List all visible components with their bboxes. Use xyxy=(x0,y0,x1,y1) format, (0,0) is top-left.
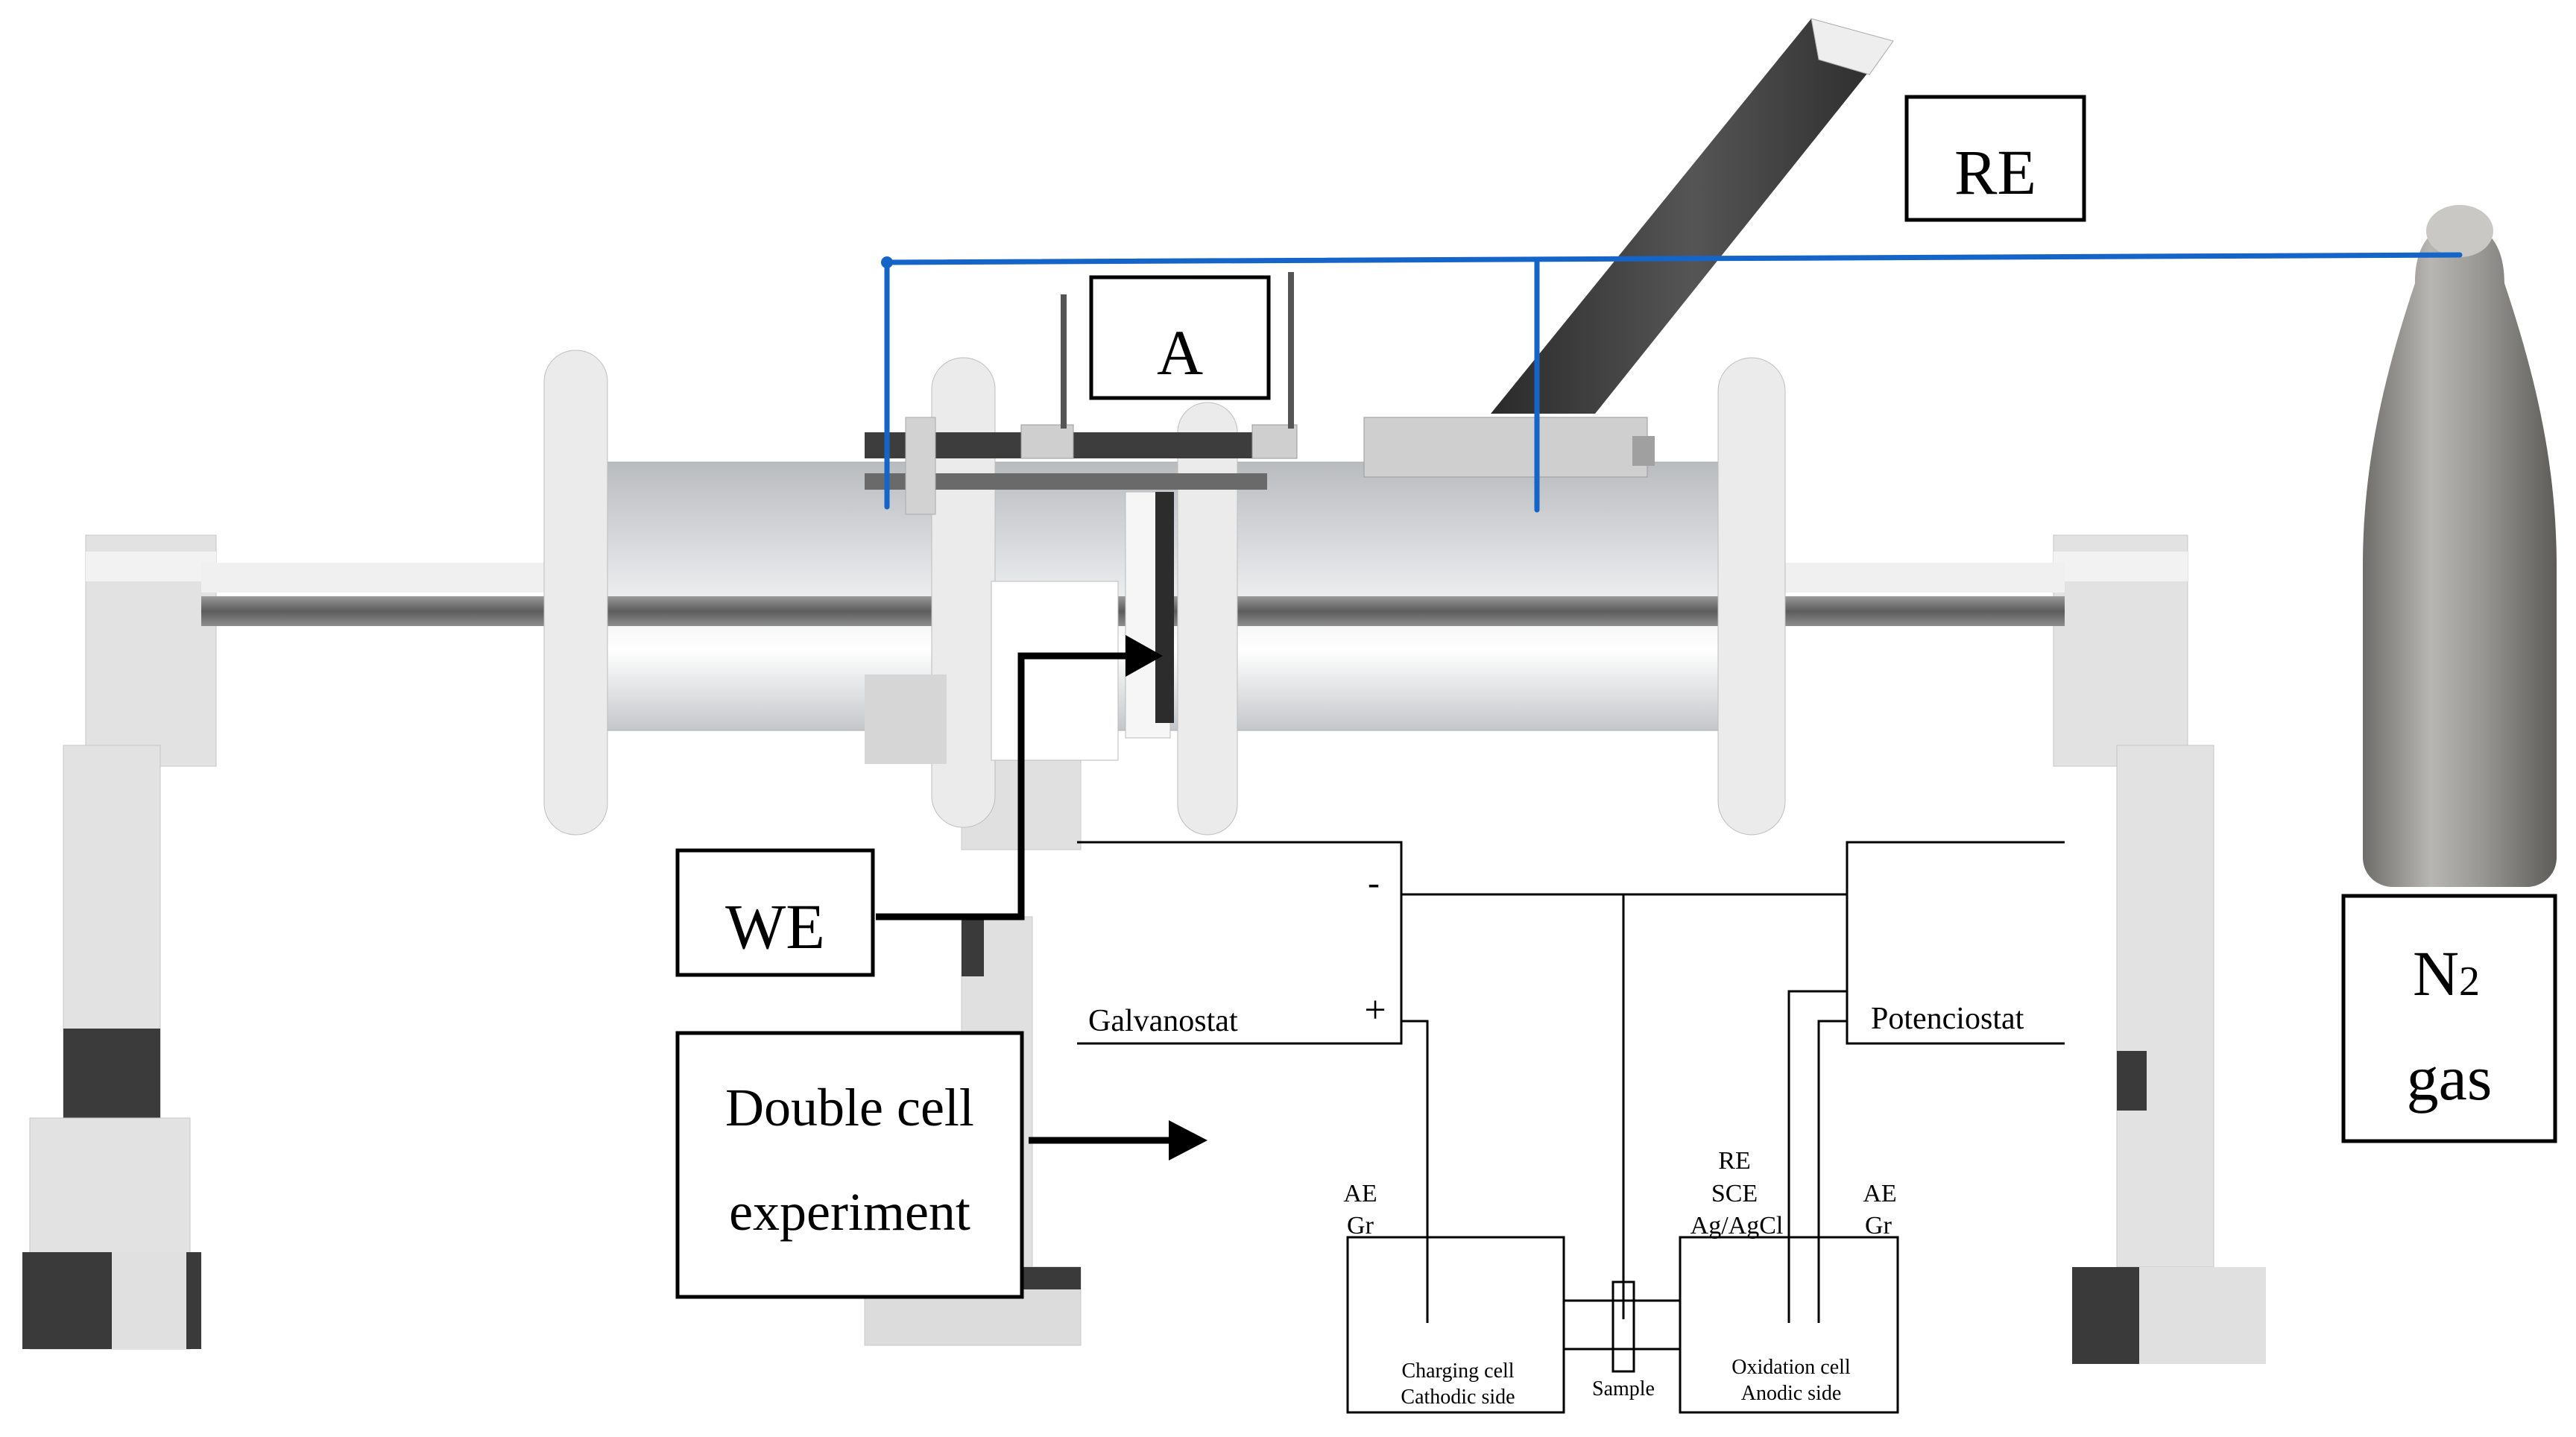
reference-electrode-tube xyxy=(1363,18,1894,478)
oxidation-cell-label-2: Anodic side xyxy=(1741,1382,1842,1405)
sample-label: Sample xyxy=(1592,1377,1655,1400)
charging-cell-label-1: Charging cell xyxy=(1401,1359,1514,1383)
circuit-labels: - + Galvanostat Potenciostat AE Gr RE SC… xyxy=(1088,863,2024,1409)
label-double-cell-line2: experiment xyxy=(729,1182,970,1242)
label-a: A xyxy=(1157,317,1203,388)
potenciostat-box xyxy=(1846,841,2065,1045)
plus-sign: + xyxy=(1364,989,1386,1032)
circuit-schematic xyxy=(1077,841,2065,1414)
sample-membrane xyxy=(1611,1280,1635,1373)
ae-right-label-2: Gr xyxy=(1865,1212,1892,1239)
re-right-label-1: RE xyxy=(1718,1147,1750,1175)
label-we: WE xyxy=(725,891,825,962)
label-we-box: WE xyxy=(675,848,875,977)
n2-gas-bottle xyxy=(2363,205,2557,887)
re-right-label-3: Ag/AgCl xyxy=(1690,1212,1784,1239)
galvanostat-label: Galvanostat xyxy=(1088,1004,1238,1038)
label-double-cell-line1: Double cell xyxy=(725,1078,974,1137)
label-a-box: A xyxy=(1089,275,1271,400)
left-support-frame xyxy=(22,534,217,1350)
charging-cell-label-2: Cathodic side xyxy=(1401,1386,1515,1409)
charging-cell xyxy=(1346,1236,1565,1414)
ae-left-label-1: AE xyxy=(1343,1180,1377,1207)
label-n2-line2: gas xyxy=(2407,1042,2493,1114)
right-support-frame xyxy=(2053,534,2266,1364)
ae-right-label-1: AE xyxy=(1863,1180,1896,1207)
galvanostat-box xyxy=(1077,841,1403,1045)
we-arrow xyxy=(876,635,1163,920)
re-right-label-2: SCE xyxy=(1711,1180,1758,1207)
label-double-cell-box: Double cell experiment xyxy=(675,1031,1024,1299)
label-n2-box: N2 gas xyxy=(2341,894,2557,1143)
label-n2-line1: N2 xyxy=(2413,938,2480,1009)
oxidation-cell xyxy=(1679,1236,1899,1414)
gas-line xyxy=(881,252,2463,513)
sample-holder xyxy=(865,491,1174,764)
minus-sign: - xyxy=(1368,863,1380,903)
oxidation-cell-label-1: Oxidation cell xyxy=(1731,1356,1851,1379)
potenciostat-label: Potenciostat xyxy=(1871,1002,2024,1036)
double-cell-arrow xyxy=(1029,1120,1208,1160)
top-rod xyxy=(865,272,1298,515)
ae-left-label-2: Gr xyxy=(1347,1212,1374,1239)
label-re: RE xyxy=(1954,136,2036,208)
label-re-box: RE xyxy=(1904,95,2086,222)
